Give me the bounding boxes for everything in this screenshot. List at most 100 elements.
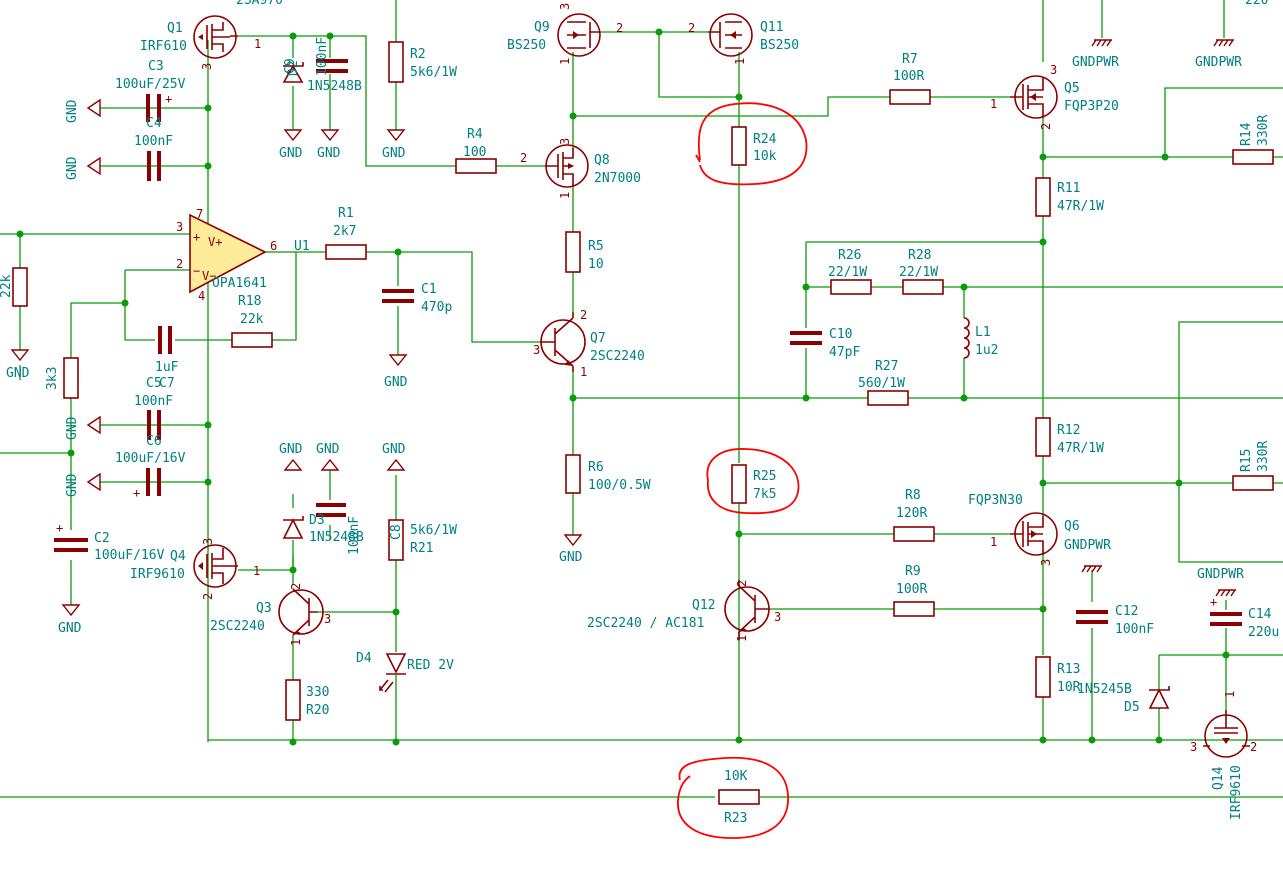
svg-text:GND: GND: [316, 442, 340, 457]
resistor-r12: [1035, 417, 1051, 457]
transistors: Q1 IRF610 2SA970 1 3 Q9 BS250 2 1 3 Q11 …: [130, 0, 1257, 820]
q4-ref: Q4: [170, 549, 186, 564]
r20-value: 330: [306, 685, 329, 700]
q6-value: FQP3N30: [968, 493, 1023, 508]
c7-value: 1uF: [155, 360, 179, 375]
r23-value: 10K: [724, 769, 748, 784]
svg-text:+: +: [56, 521, 63, 535]
c4-ref: C4: [146, 116, 162, 131]
resistor-r21: [388, 519, 404, 561]
d4-value: RED 2V: [407, 658, 454, 673]
r18-value: 22k: [240, 312, 264, 327]
resistors: R1 2k7 R18 22k R4 100 R7 100R R26 22/1W …: [0, 41, 1274, 826]
q3-ref: Q3: [256, 601, 272, 616]
r23-ref: R23: [724, 811, 747, 826]
resistor-r13: [1035, 656, 1051, 698]
resistor-r6: [565, 454, 581, 494]
svg-text:1: 1: [990, 535, 997, 549]
svg-text:GND: GND: [65, 416, 80, 440]
svg-text:3: 3: [324, 612, 331, 626]
c10-value: 47pF: [829, 345, 860, 360]
q5-value: FQP3P20: [1064, 99, 1119, 114]
q14-ref: Q14: [1211, 766, 1226, 790]
r2-value: 5k6/1W: [410, 65, 457, 80]
q12-ref: Q12: [692, 598, 715, 613]
svg-text:GNDPWR: GNDPWR: [1064, 538, 1111, 553]
q5-ref: Q5: [1064, 81, 1080, 96]
svg-text:GND: GND: [58, 621, 82, 636]
c1-value: 470p: [421, 300, 452, 315]
svg-text:1: 1: [558, 58, 572, 65]
svg-text:3: 3: [558, 3, 572, 10]
r25-ref: R25: [753, 469, 776, 484]
svg-text:3: 3: [533, 343, 540, 357]
r13-value: 10R: [1057, 680, 1081, 695]
r1-ref: R1: [338, 206, 354, 221]
resistor-r24: [731, 126, 747, 166]
r12-value: 47R/1W: [1057, 441, 1104, 456]
q11-value: BS250: [760, 38, 799, 53]
svg-text:2: 2: [289, 583, 303, 590]
r21-value: 5k6/1W: [410, 523, 457, 538]
r4-ref: R4: [467, 127, 483, 142]
svg-text:GND: GND: [65, 156, 80, 180]
svg-text:GND: GND: [559, 550, 583, 565]
svg-text:GND: GND: [317, 146, 341, 161]
c5-ref: C5: [146, 376, 162, 391]
c3-ref: C3: [148, 59, 164, 74]
q4-value: IRF9610: [130, 567, 185, 582]
r13-ref: R13: [1057, 662, 1080, 677]
left-3k3-value: 3k3: [45, 367, 60, 390]
r15-ref: R15: [1239, 449, 1254, 472]
c5-value: 100nF: [134, 394, 173, 409]
r28-value: 22/1W: [899, 265, 938, 280]
c2-ref: C2: [94, 531, 110, 546]
left-22k-value: 22k: [0, 274, 14, 298]
resistor-r2: [388, 41, 404, 83]
d4-ref: D4: [356, 651, 372, 666]
u1-ref: U1: [294, 239, 310, 254]
resistor-r1: [325, 244, 367, 260]
r27-value: 560/1W: [858, 376, 905, 391]
resistor-r4: [455, 158, 497, 174]
pin-7: 7: [196, 207, 203, 221]
r21-ref: R21: [410, 541, 433, 556]
r27-ref: R27: [875, 359, 898, 374]
r12-ref: R12: [1057, 423, 1080, 438]
svg-text:3: 3: [1190, 740, 1197, 754]
transistor-q9: Q9 BS250 2 1 3: [507, 3, 623, 65]
q7-value: 2SC2240: [590, 349, 645, 364]
d5-ref: D5: [1124, 700, 1140, 715]
c3-value: 100uF/25V: [115, 77, 186, 92]
diode-d3: [282, 518, 304, 539]
pin-plus-sign: +: [193, 230, 200, 244]
svg-text:GNDPWR: GNDPWR: [1072, 55, 1119, 70]
c6-value: 100uF/16V: [115, 451, 186, 466]
r18-ref: R18: [238, 294, 261, 309]
r28-ref: R28: [908, 248, 931, 263]
d2-value: 1N5248B: [307, 79, 362, 94]
resistor-r20: [285, 679, 301, 721]
c8-value: 100nF: [347, 516, 362, 555]
svg-text:GND: GND: [382, 442, 406, 457]
r6-value: 100/0.5W: [588, 478, 651, 493]
resistor-r26: [830, 279, 872, 295]
ground-symbols: GND GND GND GND GND GND GND GND GND GND …: [6, 0, 1268, 636]
resistor-r23: [718, 789, 760, 805]
pin-6: 6: [270, 239, 277, 253]
svg-text:3: 3: [1039, 559, 1053, 566]
annotation-circle-r25: [706, 448, 800, 515]
r6-ref: R6: [588, 460, 604, 475]
diode-d5: [1148, 688, 1170, 709]
c14-value: 220u: [1248, 625, 1279, 640]
r15-value: 330R: [1256, 441, 1271, 472]
svg-text:220: 220: [1245, 0, 1268, 8]
annotation-circle-r24: [695, 102, 808, 186]
transistor-q1: Q1 IRF610 2SA970 1 3: [140, 0, 283, 70]
c9-value: 100nF: [315, 37, 330, 76]
transistor-q3: Q3 2SC2240 3 2 1: [210, 583, 331, 646]
r8-ref: R8: [905, 488, 921, 503]
u1-value: OPA1641: [212, 276, 267, 291]
l1-ref: L1: [975, 325, 991, 340]
annotation-circle-r23: [677, 756, 789, 839]
